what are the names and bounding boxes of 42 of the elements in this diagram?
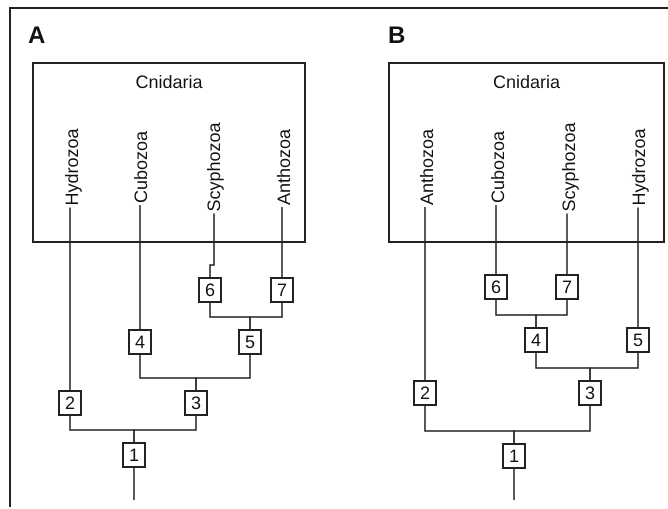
taxon-label: Scyphozoa: [560, 120, 578, 214]
taxon-label: Anthozoa: [418, 126, 436, 208]
node-number-box: 3: [578, 380, 602, 406]
tree-branch-line: [209, 214, 215, 277]
node-number-box: 2: [413, 380, 437, 406]
tree-branch-line: [495, 205, 497, 274]
node-number-box: 6: [198, 277, 222, 303]
node-number-box: 7: [555, 274, 579, 300]
group-title: Cnidaria: [492, 72, 562, 93]
node-number-box: 2: [58, 390, 82, 416]
tree-branch-line: [513, 469, 515, 500]
taxon-label: Anthozoa: [275, 126, 293, 208]
tree-branch-line: [637, 208, 639, 327]
tree-branch-line: [513, 406, 591, 443]
node-number-box: 1: [502, 443, 526, 469]
tree-branch-line: [69, 208, 71, 390]
tree-branch-line: [133, 416, 197, 442]
node-number-box: 4: [524, 327, 548, 353]
node-number-box: 3: [184, 390, 208, 416]
group-box: [388, 62, 665, 243]
tree-branch-line: [566, 214, 568, 274]
tree-branch-line: [249, 303, 283, 329]
taxon-label: Cubozoa: [132, 128, 150, 206]
tree-branch-line: [281, 207, 283, 277]
taxon-label: Cubozoa: [489, 128, 507, 206]
tree-branch-line: [589, 353, 639, 380]
node-number-box: 1: [122, 442, 146, 468]
tree-branch-line: [133, 468, 135, 500]
node-number-box: 7: [270, 277, 294, 303]
group-title: Cnidaria: [134, 72, 204, 93]
group-box: [32, 62, 306, 243]
node-number-box: 6: [484, 274, 508, 300]
tree-branch-line: [535, 300, 568, 327]
panel-letter: A: [28, 24, 46, 48]
tree-branch-line: [195, 355, 251, 390]
panel-letter: B: [388, 24, 406, 48]
node-number-box: 4: [128, 329, 152, 355]
node-number-box: 5: [238, 329, 262, 355]
node-number-box: 5: [626, 327, 650, 353]
tree-branch-line: [139, 205, 141, 329]
taxon-label: Scyphozoa: [205, 120, 223, 214]
tree-branch-line: [424, 207, 426, 380]
